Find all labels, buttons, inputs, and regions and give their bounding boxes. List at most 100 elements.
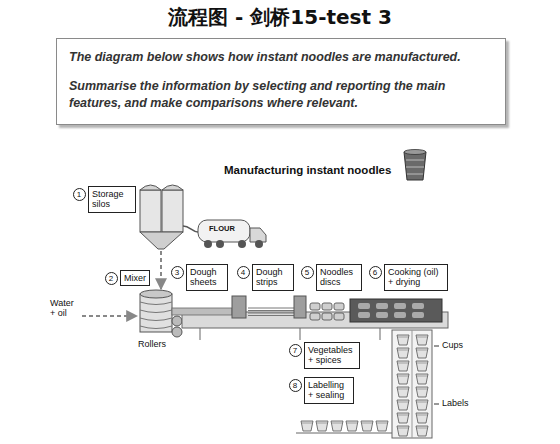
noodle-disc (334, 313, 344, 320)
cutter (294, 296, 306, 318)
cup (397, 361, 409, 371)
leader-line (434, 346, 439, 347)
fried-disc (412, 303, 424, 309)
cup (397, 413, 409, 423)
truck-wheel (238, 240, 246, 248)
step-number-circle: 6 (369, 266, 382, 279)
input-label: Water + oil (50, 298, 74, 319)
truck-wheel (255, 240, 263, 248)
stage-label-box: Vegetables + spices (304, 342, 360, 369)
cup (416, 348, 428, 358)
flour-feed-arrow (160, 251, 162, 289)
node-text: 6 (369, 266, 382, 279)
fried-disc (394, 303, 406, 309)
node-text: 1 (73, 188, 86, 201)
node-text: 4 (237, 266, 250, 279)
noodle-disc (322, 313, 332, 320)
node-text: Summarise the information by selecting a… (69, 78, 493, 112)
mixer-top (140, 290, 172, 298)
cup (301, 421, 313, 431)
fried-disc (394, 312, 406, 318)
node-text: Dough strips (256, 267, 290, 288)
cup (416, 387, 428, 397)
cup (416, 400, 428, 410)
circle-outline-shape (369, 266, 381, 278)
stage-label-box: Dough strips (252, 264, 294, 291)
cup-line (392, 330, 432, 438)
truck-label: FLOUR (209, 225, 235, 234)
node-text: Dough sheets (190, 267, 224, 288)
circle-outline-shape (105, 272, 117, 284)
step-number-circle: 5 (301, 266, 314, 279)
part-label: Labels (442, 398, 469, 408)
truck-wheel (204, 240, 212, 248)
stage-label-box: Storage silos (88, 186, 136, 213)
cup (376, 421, 388, 431)
node-text: 7 (289, 344, 302, 357)
cutter (232, 296, 246, 318)
conveyor-leg (300, 328, 301, 340)
cup (416, 374, 428, 384)
noodle-disc (334, 303, 344, 310)
silo-dome (140, 185, 161, 190)
truck-cab (250, 228, 266, 242)
node-text: Storage silos (92, 189, 132, 210)
fryer-dryer (350, 299, 442, 322)
stage-label-box: Cooking (oil) + drying (384, 264, 448, 291)
cup (397, 387, 409, 397)
truck-tank (198, 220, 250, 242)
truck-wheel (216, 240, 224, 248)
mixer (140, 290, 172, 332)
node-text: Noodles discs (320, 267, 358, 288)
noodle-disc (310, 303, 320, 310)
cup (397, 335, 409, 345)
cup-icon-body (404, 152, 426, 180)
node-text: 3 (171, 266, 184, 279)
conveyor-leg (200, 328, 201, 340)
dough-sheet (172, 308, 232, 315)
part-label: Rollers (138, 339, 166, 349)
conveyor-leg (380, 328, 381, 340)
fried-disc (376, 303, 388, 309)
task-prompt-box: The diagram below shows how instant nood… (56, 38, 506, 125)
cup-icon-rim (404, 150, 426, 155)
fried-disc (358, 312, 370, 318)
step-number-circle: 4 (237, 266, 250, 279)
finished-cups (296, 421, 392, 433)
silo-dome (162, 185, 183, 190)
mixer-coils (140, 302, 172, 329)
cup (346, 421, 358, 431)
cup (397, 400, 409, 410)
circle-outline-shape (289, 344, 301, 356)
output-belt (296, 433, 392, 434)
step-number-circle: 2 (105, 272, 118, 285)
node-text: Cooking (oil) + drying (388, 267, 444, 288)
stage-label-box: Labelling + sealing (304, 377, 354, 404)
circle-outline-shape (301, 266, 313, 278)
leader-line (434, 404, 439, 405)
flour-hose (183, 226, 198, 232)
circle-outline-shape (289, 379, 301, 391)
step-number-circle: 7 (289, 344, 302, 357)
chute-divider (412, 330, 413, 438)
cup (416, 335, 428, 345)
page-title: 流程图 - 剑桥15-test 3 (0, 4, 560, 31)
cup (416, 426, 428, 436)
circle-outline-shape (73, 188, 85, 200)
diagram-heading: Manufacturing instant noodles (224, 164, 391, 177)
silo (140, 190, 161, 232)
roller (172, 316, 182, 326)
cup (331, 421, 343, 431)
cup (397, 426, 409, 436)
step-number-circle: 3 (171, 266, 184, 279)
cup (316, 421, 328, 431)
stage-label-box: Dough sheets (186, 264, 228, 291)
dough-strips (248, 308, 294, 316)
node-text: 8 (289, 379, 302, 392)
cup (397, 348, 409, 358)
fried-disc (358, 303, 370, 309)
cup (397, 374, 409, 384)
node-text: 5 (301, 266, 314, 279)
roller (172, 327, 182, 337)
node-text: The diagram below shows how instant nood… (69, 49, 493, 66)
